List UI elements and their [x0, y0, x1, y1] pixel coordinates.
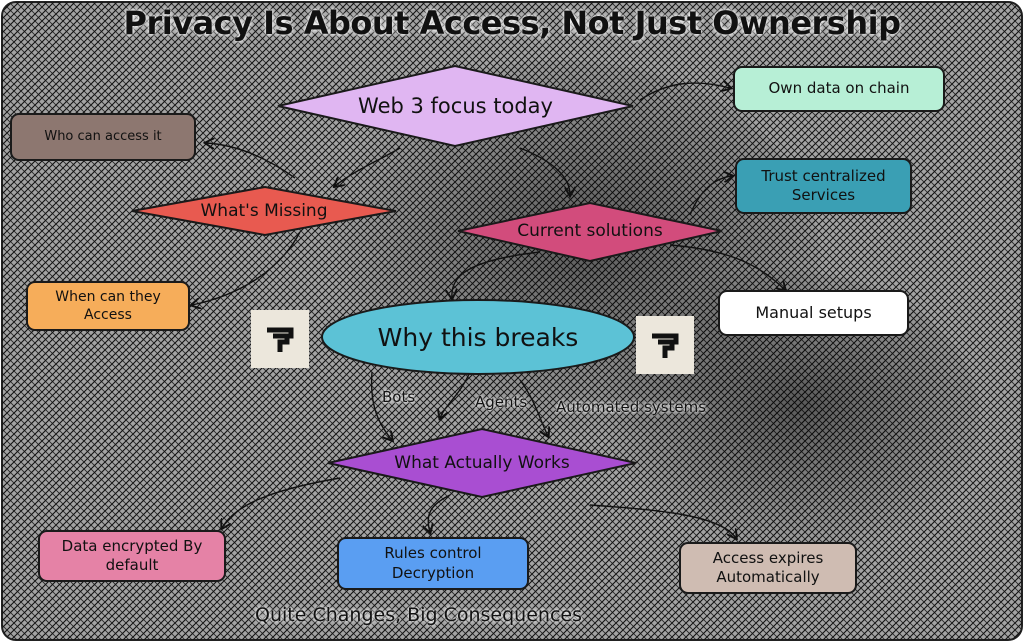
edge-missing-when [192, 231, 301, 305]
footer-caption: Quite Changes, Big Consequences [255, 604, 582, 626]
rules-control-box: Rules control Decryption [337, 537, 529, 590]
edge-label-agents: Agents [475, 393, 528, 411]
edge-label-bots: Bots [382, 388, 416, 406]
trust-centralized-box: Trust centralized Services [735, 158, 912, 214]
own-data-box: Own data on chain [733, 66, 945, 112]
web3-focus-diamond [277, 64, 634, 148]
edge-label-automated-systems: Automated systems [556, 398, 707, 416]
edge-web3-current [519, 147, 570, 195]
edge-web3-own-data [639, 83, 730, 101]
current-solutions-diamond [457, 201, 723, 263]
edge-missing-who [206, 143, 296, 179]
connectors [192, 83, 785, 538]
edge-works-rules [428, 494, 451, 532]
access-expires-box: Access expires Automatically [679, 542, 857, 594]
whats-missing-diamond [131, 185, 397, 237]
brand-logo-icon [636, 316, 694, 374]
edge-current-manual [669, 244, 785, 290]
edge-web3-missing [335, 147, 401, 186]
edge-current-trust [689, 176, 732, 216]
manual-setups-box: Manual setups [718, 290, 909, 336]
edge-why-works-2 [440, 371, 471, 418]
edge-current-why [452, 251, 541, 298]
edge-works-encrypted [222, 477, 341, 528]
edge-why-works-1 [370, 371, 392, 440]
brand-logo-icon [251, 310, 309, 368]
who-access-box: Who can access it [10, 113, 196, 161]
what-works-diamond [327, 427, 637, 499]
why-breaks-ellipse [321, 299, 635, 375]
data-encrypted-box: Data encrypted By default [38, 530, 226, 582]
edge-why-works-3 [519, 379, 548, 436]
when-access-box: When can they Access [26, 281, 190, 331]
page-title: Privacy Is About Access, Not Just Owners… [123, 4, 902, 42]
edge-works-expires [589, 504, 736, 538]
